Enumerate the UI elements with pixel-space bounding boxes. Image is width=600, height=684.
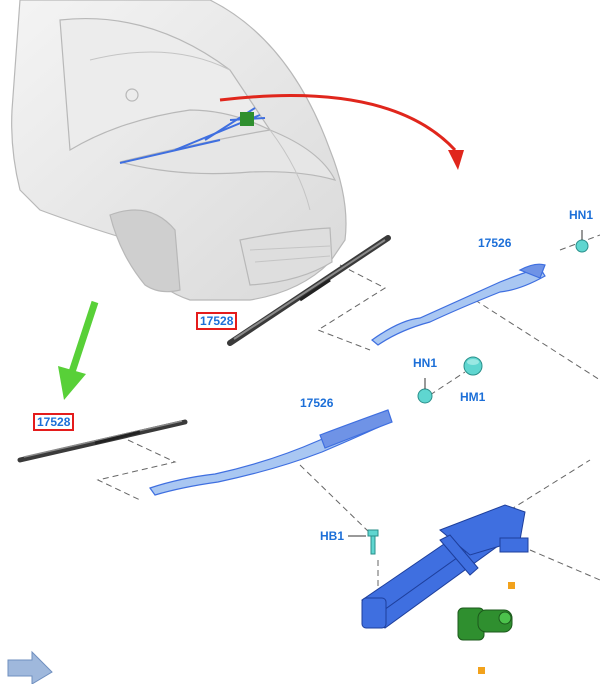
arm-part-number-middle[interactable]: 17526: [300, 396, 334, 410]
wiper-linkage-assembly: [360, 504, 529, 629]
blade-part-number-top[interactable]: 17528: [196, 312, 238, 330]
wiper-blade-top: [227, 235, 391, 346]
bolt-label-hb1[interactable]: HB1: [320, 529, 345, 543]
attachment-marker: [478, 667, 485, 674]
nut-label-hn1-top[interactable]: HN1: [569, 208, 594, 222]
navigation-arrow-icon[interactable]: [7, 650, 53, 684]
nut-label-hn1-middle[interactable]: HN1: [413, 356, 438, 370]
bolt-hb1: [348, 529, 379, 555]
blade-pointer-arrow: [58, 300, 99, 400]
wiper-arm-middle: [149, 409, 393, 496]
wiper-blade-left: [17, 419, 188, 463]
wiper-motor: [457, 607, 513, 641]
wiper-arm-top: [371, 263, 546, 346]
arm-part-number-top[interactable]: 17526: [478, 236, 512, 250]
cap-label-hm1[interactable]: HM1: [460, 390, 486, 404]
attachment-marker: [508, 582, 515, 589]
nut-hn1-middle: [417, 378, 433, 404]
blade-part-number-left[interactable]: 17528: [33, 413, 75, 431]
cap-hm1: [463, 356, 483, 376]
location-pointer-arrow: [219, 94, 457, 152]
nut-hn1-top: [575, 230, 589, 253]
